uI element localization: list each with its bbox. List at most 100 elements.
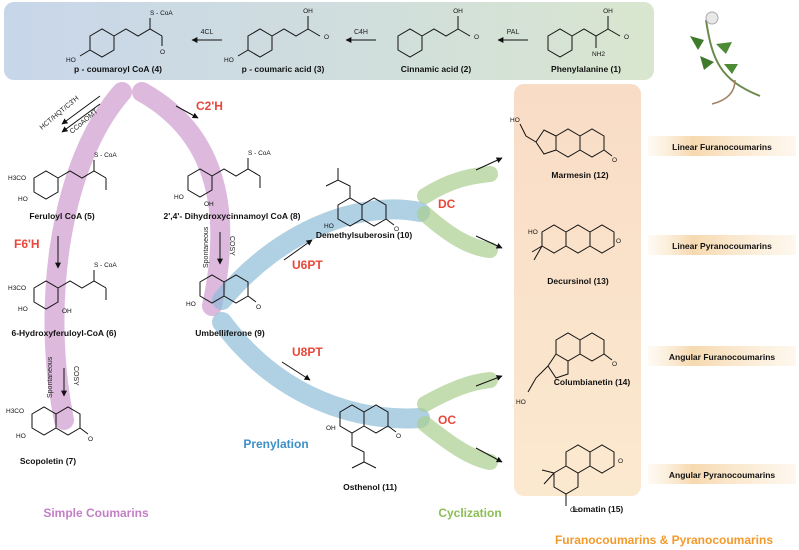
atom-o-4: O [160, 49, 165, 56]
atom-ho-9: HO [186, 301, 196, 308]
atom-ho-7: HO [16, 433, 26, 440]
arrow-to-columbianetin [475, 375, 503, 387]
arrow-hct [61, 95, 101, 125]
atom-o-cin: O [474, 34, 479, 41]
label-phenylalanine: Phenylalanine (1) [551, 64, 621, 74]
atom-h3co-6: H3CO [8, 285, 26, 292]
cyclization-swoosh-4 [417, 416, 498, 470]
section-cyclization: Cyclization [438, 506, 501, 520]
atom-o-13: O [616, 238, 621, 245]
arrow-to-marmesin [475, 157, 503, 171]
atom-scoa-8: S - CoA [248, 150, 271, 157]
label-decursinol: Decursinol (13) [547, 276, 609, 286]
atom-h3co-5: H3CO [8, 175, 26, 182]
scopoletin-structure [31, 406, 89, 436]
arrow-to-decursinol [475, 235, 503, 249]
enzyme-oc: OC [438, 413, 456, 427]
section-prenylation: Prenylation [243, 437, 308, 451]
atom-ho-14: HO [516, 399, 526, 406]
cosy-left: COSY [72, 366, 79, 386]
atom-ho-10: HO [324, 223, 334, 230]
label-columbianetin: Columbianetin (14) [554, 377, 631, 387]
atom-ho-13: HO [528, 229, 538, 236]
arrow-to-lomatin [475, 447, 503, 463]
cosy-mid: COSY [228, 236, 235, 256]
arrow-ccoaomt [61, 103, 101, 133]
atom-o-phe: O [624, 34, 629, 41]
hydroxyferuloyl-coa-structure [33, 270, 107, 310]
label-umbelliferone: Umbelliferone (9) [195, 328, 265, 338]
enzyme-4cl: 4CL [201, 29, 214, 36]
class-tag-bg-3 [648, 346, 796, 366]
enzyme-f6h: F6'H [14, 237, 40, 251]
enzyme-c4h: C4H [354, 29, 368, 36]
atom-scoa-5: S - CoA [94, 152, 117, 159]
cyclization-swoosh-3 [417, 372, 498, 412]
atom-oh-6: OH [62, 308, 72, 315]
label-lomatin: Lomatin (15) [573, 504, 624, 514]
label-demethylsuberosin: Demethylsuberosin (10) [316, 230, 413, 240]
class-tag-bg-1 [648, 136, 796, 156]
label-feruloyl-coa: Feruloyl CoA (5) [29, 211, 94, 221]
atom-o-11: O [396, 433, 401, 440]
class-tag-bg-4 [648, 464, 796, 484]
marmesin-structure [519, 123, 613, 158]
atom-o-10: O [394, 226, 399, 233]
atom-ho-cou: HO [224, 57, 234, 64]
products-panel [514, 84, 641, 496]
atom-scoa-4: S - CoA [150, 10, 173, 17]
section-furano-pyranocoumarins: Furanocoumarins & Pyranocoumarins [555, 533, 773, 547]
osthenol-structure [339, 404, 397, 469]
class-tag-bg-2 [648, 235, 796, 255]
label-osthenol: Osthenol (11) [343, 482, 397, 492]
spontaneous-left: Spontaneous [47, 356, 54, 398]
umbelliferone-structure [199, 274, 257, 304]
top-pathway-banner [4, 2, 654, 80]
arrow-c2h [175, 105, 199, 119]
cinnamic-acid-structure [397, 16, 471, 58]
atom-oh-phe: OH [603, 8, 613, 15]
label-dihydroxycinnamoyl-coa: 2',4'- Dihydroxycinnamoyl CoA (8) [164, 211, 301, 221]
class-angular-furanocoumarins: Angular Furanocoumarins [669, 352, 776, 362]
lomatin-structure [541, 444, 615, 506]
columbianetin-structure [527, 332, 613, 393]
atom-ho-5: HO [18, 196, 28, 203]
feruloyl-coa-structure [33, 160, 107, 200]
atom-oh-15: OH [570, 507, 580, 514]
atom-o-9: O [256, 304, 261, 311]
class-linear-pyranocoumarins: Linear Pyranocoumarins [672, 241, 772, 251]
atom-o-12: O [612, 157, 617, 164]
label-hydroxyferuloyl-coa: 6-Hydroxyferuloyl-CoA (6) [11, 328, 116, 338]
simple-coumarin-swoosh-right [132, 82, 231, 316]
atom-o-14: O [612, 361, 617, 368]
cyclization-swoosh-2 [417, 206, 498, 258]
atom-o-15: O [618, 458, 623, 465]
dihydroxycinnamoyl-coa-structure [187, 158, 261, 198]
label-scopoletin: Scopoletin (7) [20, 456, 76, 466]
enzyme-u6pt: U6PT [292, 258, 323, 272]
label-marmesin: Marmesin (12) [551, 170, 608, 180]
atom-o-7: O [88, 436, 93, 443]
arrow-u8pt [281, 361, 311, 381]
label-p-coumaric-acid: p - coumaric acid (3) [242, 64, 325, 74]
simple-coumarin-swoosh-left [44, 82, 132, 430]
arrow-u6pt [283, 239, 313, 261]
atom-nh2-phe: NH2 [592, 51, 605, 58]
prenylation-swoosh-upper [212, 199, 430, 310]
atom-o-cou: O [324, 34, 329, 41]
atom-oh-8: OH [204, 201, 214, 208]
atom-scoa-6: S - CoA [94, 262, 117, 269]
prenylation-swoosh-lower [212, 312, 430, 429]
atom-ho-8: HO [174, 194, 184, 201]
enzyme-dc: DC [438, 197, 456, 211]
atom-ho-6: HO [18, 306, 28, 313]
enzyme-u8pt: U8PT [292, 345, 323, 359]
atom-h3co-7: H3CO [6, 408, 24, 415]
section-simple-coumarins: Simple Coumarins [43, 506, 149, 520]
enzyme-pal: PAL [507, 29, 520, 36]
spontaneous-mid: Spontaneous [203, 226, 210, 268]
atom-oh-cou: OH [303, 8, 313, 15]
atom-ho-12: HO [510, 117, 520, 124]
atom-oh-11: OH [326, 425, 336, 432]
